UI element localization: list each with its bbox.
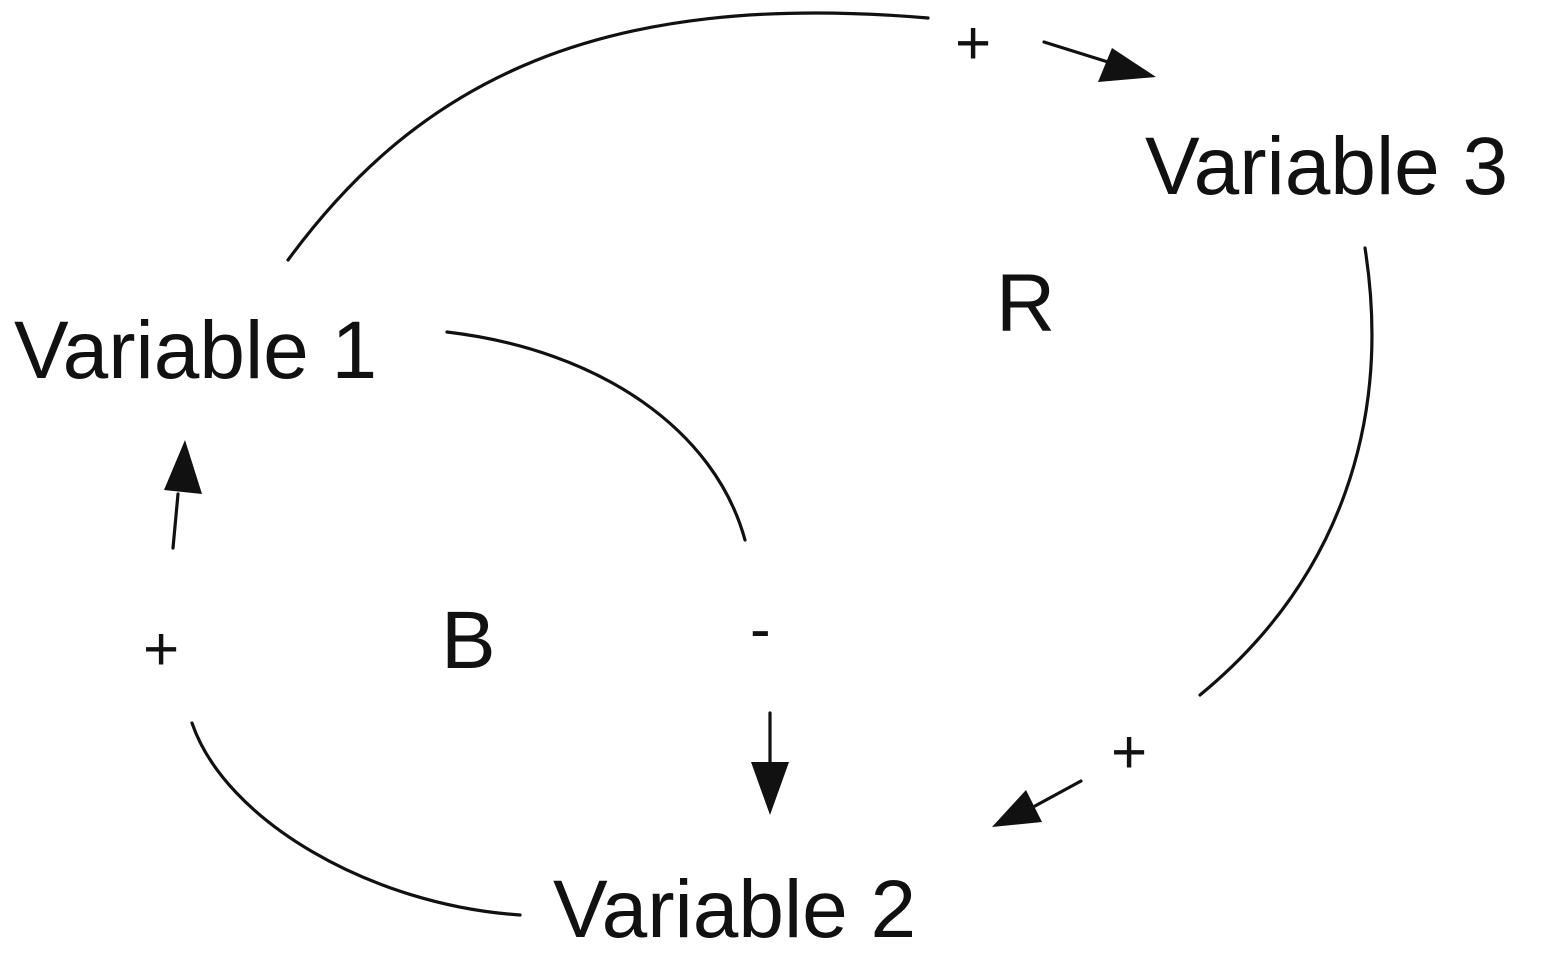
link-v3-to-v2-curve [1198,246,1374,697]
arrowhead-v2-right [992,790,1042,827]
link-v1-to-v3-tail [1042,40,1110,64]
link-v2-to-v1-tail [171,492,180,550]
link-v1-to-v3-curve [286,11,930,262]
link-v2-to-v1-curve [190,721,522,917]
link-v3-to-v2-tail [1033,779,1083,808]
polarity-v2-to-v1: + [143,615,179,684]
link-v1-to-v2-curve [445,330,747,542]
node-variable-3: Variable 3 [1145,121,1508,212]
polarity-v1-to-v3: + [955,9,991,78]
arrowhead-v3 [1098,48,1156,82]
node-variable-1: Variable 1 [14,305,377,396]
arrowhead-v2-top [751,762,789,815]
loop-label-reinforcing: R [996,258,1055,349]
loop-label-balancing: B [441,595,496,686]
arrowhead-v1 [164,440,202,494]
node-variable-2: Variable 2 [553,864,916,955]
polarity-v3-to-v2: + [1111,718,1147,787]
polarity-v1-to-v2: - [750,595,771,664]
